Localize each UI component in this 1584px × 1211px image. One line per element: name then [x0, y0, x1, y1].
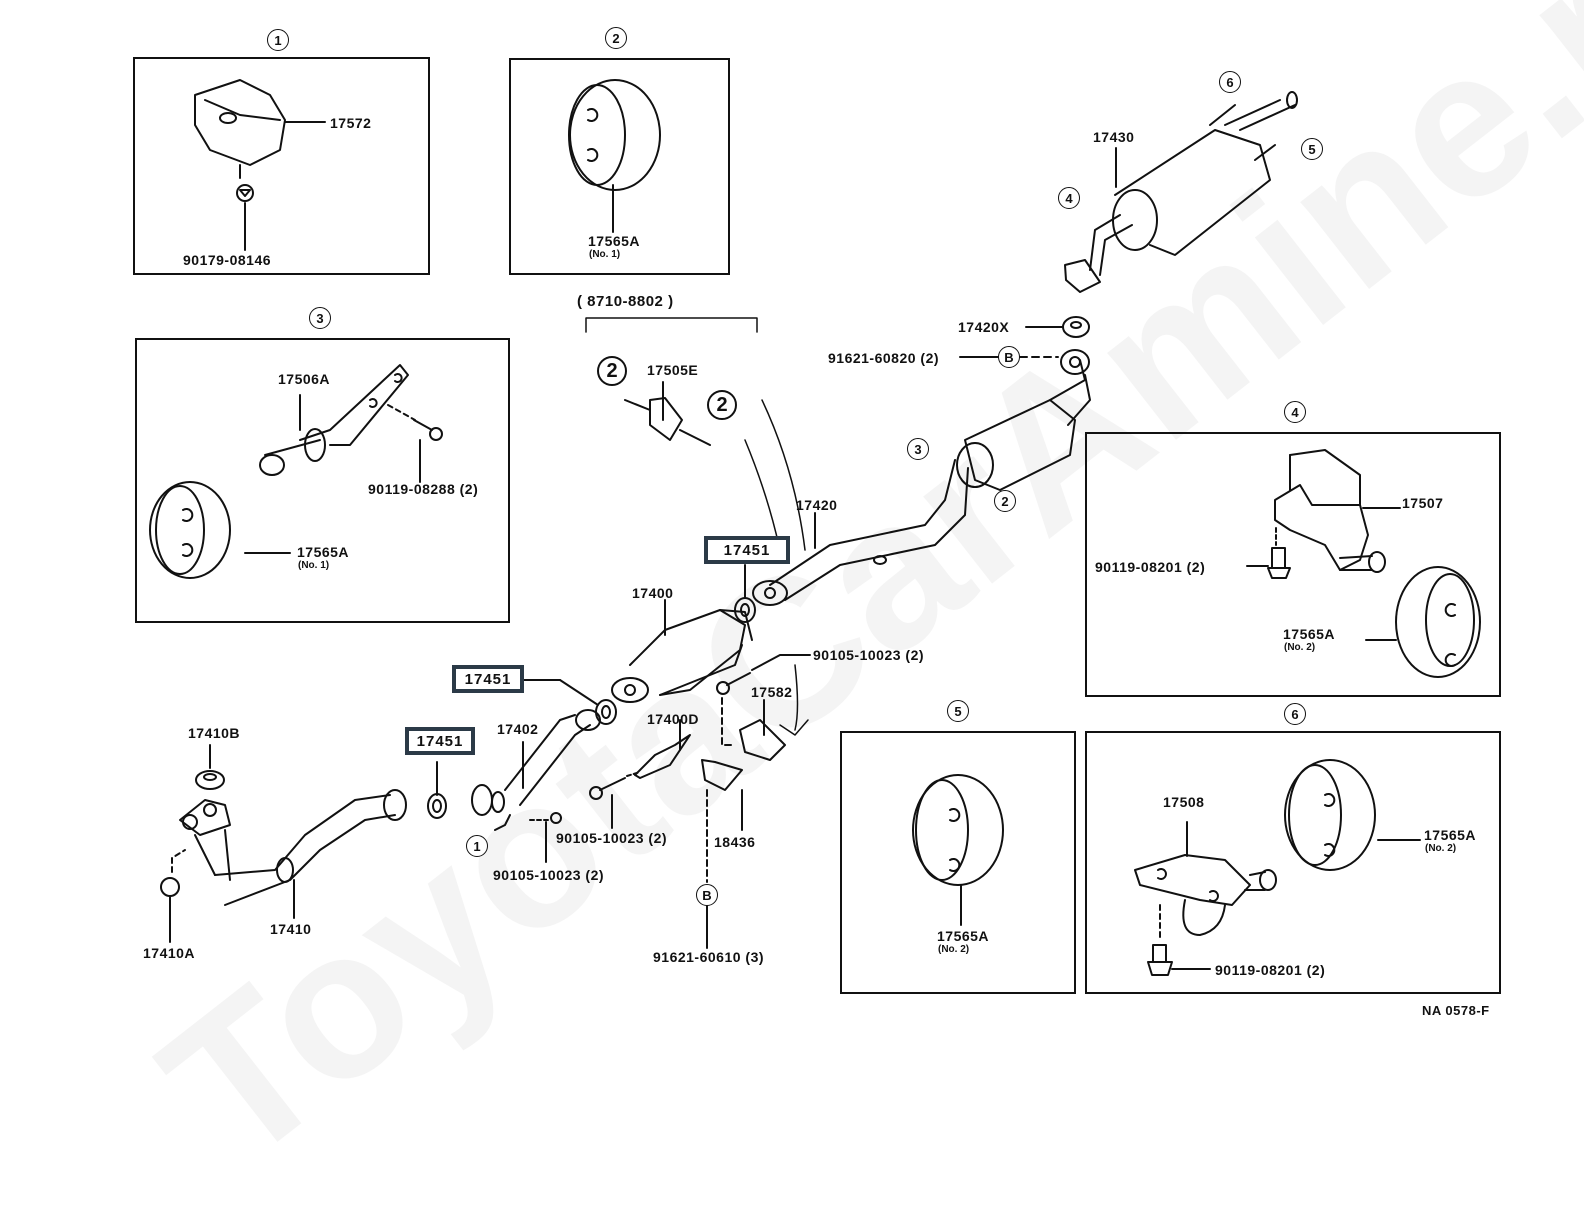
date-range-label: ( 8710-8802 )	[577, 293, 674, 310]
part-label-90179-08146: 90179-08146	[183, 252, 272, 268]
callout-2-b: 2	[707, 390, 737, 420]
hanger-block-17572	[194, 79, 286, 179]
callout-3-main: 3	[907, 438, 929, 460]
callout-1-main: 1	[466, 835, 488, 857]
catalytic-converter-17400	[611, 609, 753, 703]
center-pipe-17420	[752, 459, 969, 606]
part-note-no2-inset5: (No. 2)	[938, 944, 970, 955]
part-label-17506A: 17506A	[278, 371, 331, 387]
part-label-17565A-inset3: 17565A	[297, 544, 350, 560]
bolt-90105-a	[716, 672, 751, 695]
inset-box-1	[133, 57, 430, 275]
bolt-90119-08288	[413, 419, 443, 441]
exhaust-pipe-17410	[179, 789, 407, 906]
part-label-17420: 17420	[796, 497, 838, 513]
part-label-17410A: 17410A	[143, 945, 196, 961]
rubber-hanger-6	[1284, 759, 1376, 871]
gasket-17451-c	[427, 793, 447, 819]
part-label-17505E: 17505E	[647, 362, 699, 378]
highlighted-part-17451-middle[interactable]: 17451	[452, 665, 524, 693]
inset-callout-2: 2	[605, 27, 627, 49]
figure-code: NA 0578-F	[1422, 1003, 1490, 1018]
nut-17410A	[160, 877, 180, 897]
part-label-17508: 17508	[1163, 794, 1205, 810]
part-label-91621-60820: 91621-60820 (2)	[828, 350, 940, 366]
part-label-17572: 17572	[330, 115, 372, 131]
inset-callout-4: 4	[1284, 401, 1306, 423]
inset-box-2	[509, 58, 730, 275]
part-label-17400D: 17400D	[647, 711, 700, 727]
bolt-90105-b	[589, 777, 626, 800]
part-label-91621-60610: 91621-60610 (3)	[653, 949, 765, 965]
exhaust-diagram-art	[149, 79, 1481, 976]
bracket-17508	[1134, 854, 1277, 936]
part-label-17430: 17430	[1093, 129, 1135, 145]
inset-callout-1: 1	[267, 29, 289, 51]
callout-B-upper: B	[998, 346, 1020, 368]
hanger-bracket-17506A	[259, 364, 409, 476]
highlighted-part-17451-lower[interactable]: 17451	[405, 727, 475, 755]
clamp-17582	[739, 719, 786, 761]
clamp-17505E	[624, 397, 711, 446]
bolt-90119-08201-b	[1147, 944, 1173, 976]
part-label-17565A-inset4: 17565A	[1283, 626, 1336, 642]
tail-muffler-17430	[1064, 91, 1298, 293]
part-label-90105-10023-a: 90105-10023 (2)	[813, 647, 925, 663]
part-label-90105-10023-b: 90105-10023 (2)	[556, 830, 668, 846]
callout-2-main: 2	[994, 490, 1016, 512]
gasket-17410B	[195, 770, 225, 790]
bracket-17507	[1274, 449, 1386, 573]
part-label-17410B: 17410B	[188, 725, 241, 741]
part-note-no2-inset6: (No. 2)	[1425, 843, 1457, 854]
part-label-17565A-inset2: 17565A	[588, 233, 641, 249]
highlighted-part-17451-upper[interactable]: 17451	[704, 536, 790, 564]
part-note-no1-inset3: (No. 1)	[298, 560, 330, 571]
part-label-90119-08288: 90119-08288 (2)	[368, 481, 479, 497]
part-label-90105-10023-c: 90105-10023 (2)	[493, 867, 605, 883]
bolt-90105-c	[550, 812, 562, 824]
rubber-hanger-5	[912, 774, 1004, 886]
rubber-hanger-2	[568, 79, 661, 191]
part-label-90119-08201-inset4: 90119-08201 (2)	[1095, 559, 1206, 575]
part-label-90119-08201-inset6: 90119-08201 (2)	[1215, 962, 1326, 978]
inset-box-5	[840, 731, 1076, 994]
inset-box-3	[135, 338, 510, 623]
part-label-17402: 17402	[497, 721, 539, 737]
inset-callout-5: 5	[947, 700, 969, 722]
part-label-17565A-inset5: 17565A	[937, 928, 990, 944]
bracket-18436	[701, 759, 743, 791]
inset-callout-3: 3	[309, 307, 331, 329]
part-note-no2-inset4: (No. 2)	[1284, 642, 1316, 653]
gasket-17451-a	[734, 597, 756, 623]
callout-4-main: 4	[1058, 187, 1080, 209]
rubber-hanger-3	[149, 481, 231, 579]
bracket-17400D	[634, 734, 691, 779]
inset-callout-6: 6	[1284, 703, 1306, 725]
inset-box-4	[1085, 432, 1501, 697]
part-label-17507: 17507	[1402, 495, 1444, 511]
callout-5-main: 5	[1301, 138, 1323, 160]
part-label-17582: 17582	[751, 684, 793, 700]
part-label-17420X: 17420X	[958, 319, 1010, 335]
part-label-18436: 18436	[714, 834, 756, 850]
bolt-90119-08201-a	[1267, 547, 1291, 579]
part-label-17410: 17410	[270, 921, 312, 937]
callout-6-main: 6	[1219, 71, 1241, 93]
rubber-hanger-4	[1395, 566, 1481, 678]
callout-B-lower: B	[696, 884, 718, 906]
inset-box-6	[1085, 731, 1501, 994]
nut-90179-08146	[236, 184, 254, 202]
callout-2-a: 2	[597, 356, 627, 386]
part-label-17400: 17400	[632, 585, 674, 601]
part-note-no1-inset2: (No. 1)	[589, 249, 621, 260]
sub-muffler	[956, 359, 1091, 491]
part-label-17565A-inset6: 17565A	[1424, 827, 1477, 843]
gasket-17420X	[1062, 316, 1090, 338]
flange-91621	[1060, 349, 1090, 375]
